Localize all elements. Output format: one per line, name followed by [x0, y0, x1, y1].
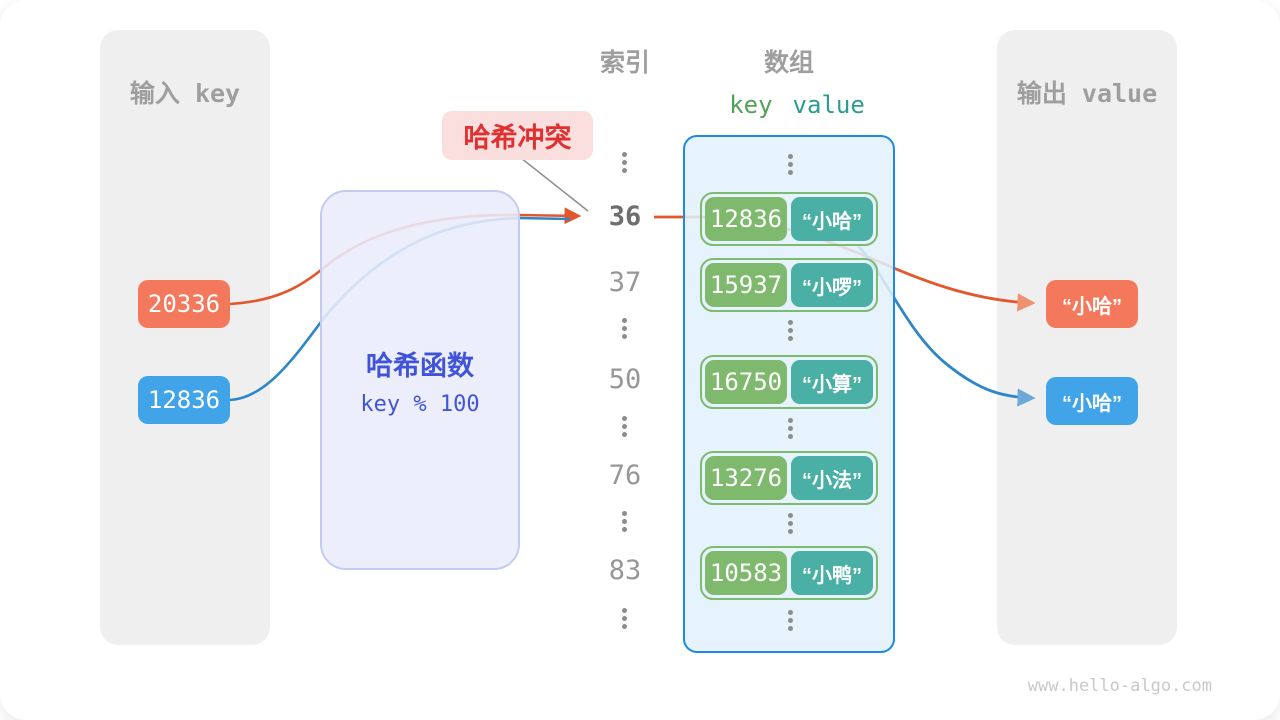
- index-row-50: 50: [608, 364, 642, 395]
- pair-value: “小法”: [791, 456, 873, 500]
- collision-pointer-line: [520, 157, 589, 212]
- input-key-20336: 20336: [138, 280, 230, 328]
- ellipsis-dots: [622, 608, 627, 629]
- ellipsis-dots: [788, 610, 793, 631]
- ellipsis-dots: [622, 511, 627, 532]
- pair-row: 10583 “小鸭”: [700, 546, 878, 600]
- pair-value: “小哈”: [791, 197, 873, 241]
- pair-key: 16750: [705, 360, 787, 404]
- hash-function-box: 哈希函数 key % 100: [320, 190, 520, 570]
- index-row-83: 83: [608, 555, 642, 586]
- pair-key: 12836: [705, 197, 787, 241]
- ellipsis-dots: [622, 152, 627, 173]
- ellipsis-dots: [788, 513, 793, 534]
- pair-row: 16750 “小算”: [700, 355, 878, 409]
- pair-row: 12836 “小哈”: [700, 192, 878, 246]
- array-column-header: 数组: [763, 49, 814, 77]
- pair-key: 13276: [705, 456, 787, 500]
- output-value-orange: “小哈”: [1046, 280, 1138, 328]
- hash-function-formula: key % 100: [360, 392, 480, 417]
- ellipsis-dots: [788, 154, 793, 175]
- input-key-12836: 12836: [138, 376, 230, 424]
- hash-function-title: 哈希函数: [366, 351, 474, 381]
- index-row-37: 37: [608, 267, 642, 298]
- ellipsis-dots: [622, 318, 627, 339]
- pair-value: “小鸭”: [791, 551, 873, 595]
- pair-row: 15937 “小啰”: [700, 258, 878, 312]
- pair-value: “小算”: [791, 360, 873, 404]
- output-value-panel: 输出 value: [997, 30, 1177, 645]
- pair-row: 13276 “小法”: [700, 451, 878, 505]
- value-header-label: value: [792, 91, 865, 119]
- index-column-header: 索引: [599, 49, 650, 77]
- index-row-76: 76: [608, 460, 642, 491]
- key-header-label: key: [729, 91, 773, 119]
- ellipsis-dots: [622, 416, 627, 437]
- pair-key: 15937: [705, 263, 787, 307]
- input-key-panel: 输入 key: [100, 30, 270, 645]
- pair-value: “小啰”: [791, 263, 873, 307]
- array-bucket-panel: 12836 “小哈” 15937 “小啰” 16750 “小算” 13276 “…: [683, 135, 895, 653]
- ellipsis-dots: [788, 320, 793, 341]
- input-panel-title: 输入 key: [129, 79, 241, 108]
- hash-collision-label: 哈希冲突: [442, 111, 593, 160]
- pair-key: 10583: [705, 551, 787, 595]
- watermark: www.hello-algo.com: [1027, 676, 1212, 696]
- index-row-36: 36: [608, 201, 642, 232]
- key-value-header: key value: [697, 91, 897, 119]
- ellipsis-dots: [788, 418, 793, 439]
- output-panel-title: 输出 value: [1016, 79, 1158, 108]
- output-value-blue: “小哈”: [1046, 377, 1138, 425]
